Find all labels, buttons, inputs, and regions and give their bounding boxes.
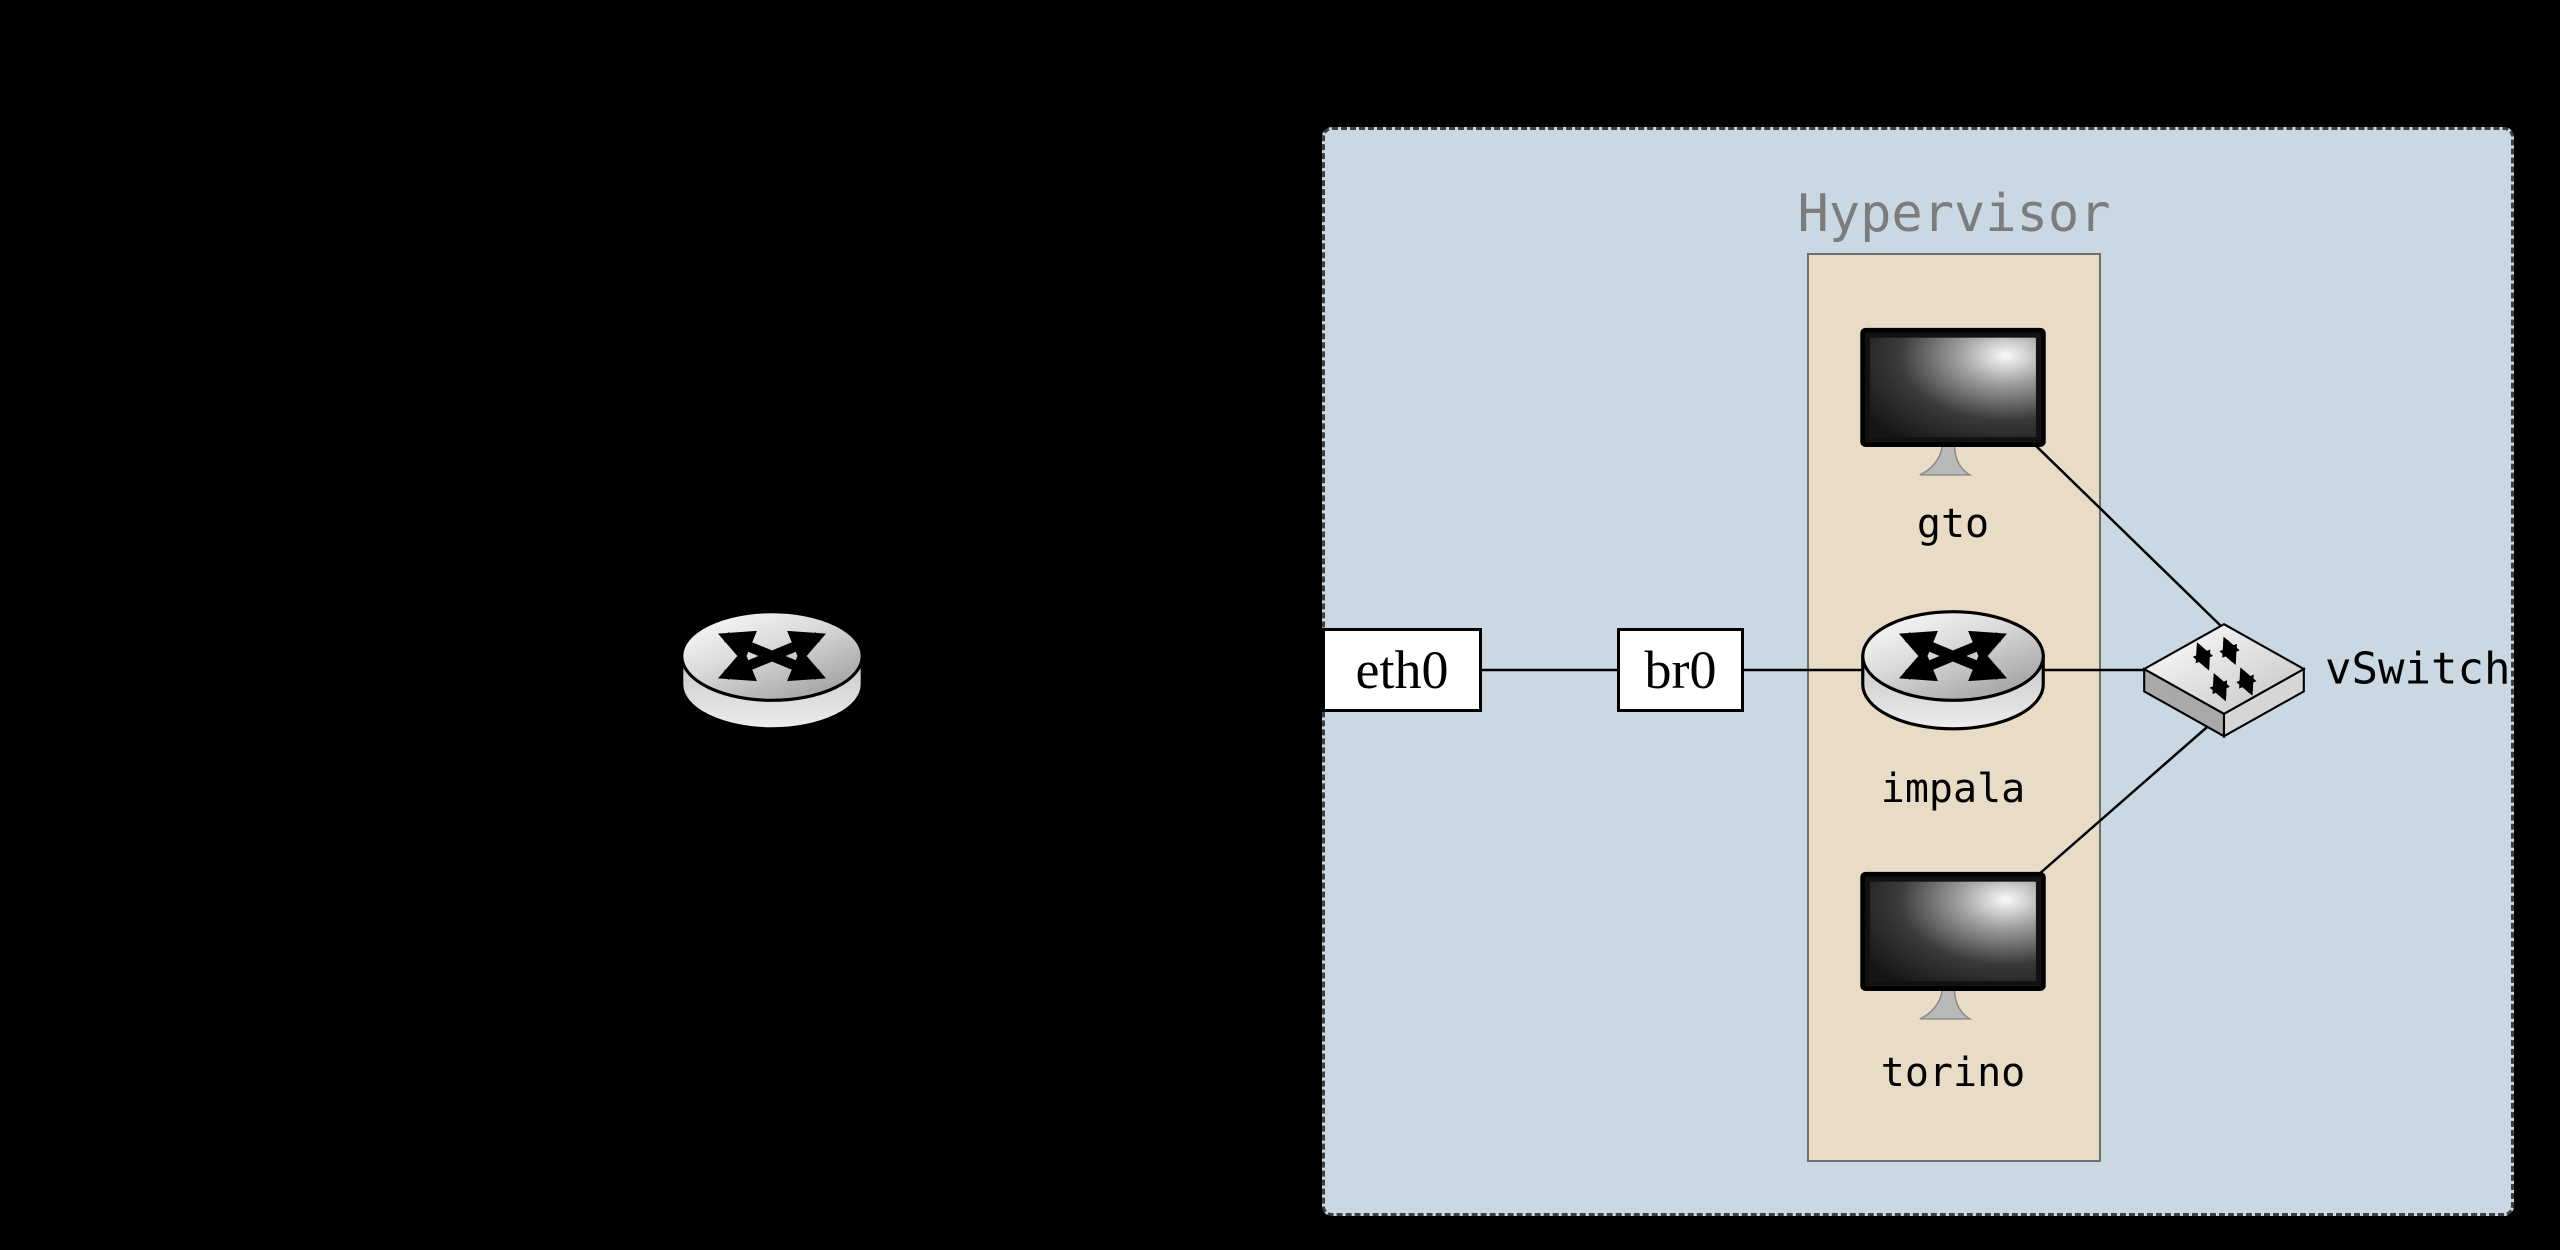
wire-gto-vswitch: [2029, 439, 2223, 628]
vswitch-label: vSwitch: [2325, 643, 2511, 695]
wire-torino-vswitch: [2029, 713, 2223, 883]
monitor-icon: [1860, 327, 2046, 476]
vm-label-gto: gto: [1916, 501, 1990, 547]
br0-label: br0: [1644, 640, 1717, 700]
vswitch-icon: [2142, 622, 2306, 738]
eth0-interface-box: eth0: [1322, 628, 1482, 712]
vm-label-torino: torino: [1880, 1050, 2026, 1096]
hypervisor-label: Hypervisor: [1797, 184, 2111, 244]
vm-label-impala: impala: [1880, 766, 2026, 812]
router-icon: [1861, 610, 2045, 731]
br0-interface-box: br0: [1617, 628, 1744, 712]
monitor-icon: [1860, 871, 2046, 1020]
router-icon: [680, 610, 864, 731]
eth0-label: eth0: [1355, 640, 1449, 700]
